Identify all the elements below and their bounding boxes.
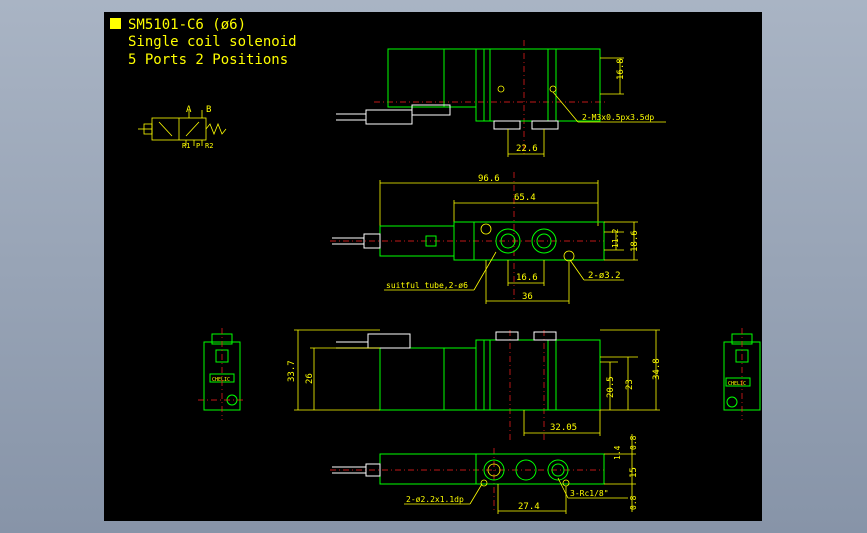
view-side-top: 16.8 22.6 2-M3x0.5px3.5dp xyxy=(336,40,666,157)
brand-left: CHELIC xyxy=(212,377,230,383)
dim-20-5: 20.5 xyxy=(606,376,616,398)
port-b-label: B xyxy=(206,105,211,115)
dim-0-8-bot: 0.8 xyxy=(629,495,638,510)
dim-11-2: 11.2 xyxy=(611,229,620,248)
dim-65-4: 65.4 xyxy=(514,193,536,203)
note-hole: 2-ø3.2 xyxy=(588,271,621,281)
dim-26: 26 xyxy=(305,373,315,384)
title-marker-icon xyxy=(110,18,121,29)
port-p-label: P xyxy=(196,142,200,150)
note-thread: 2-M3x0.5px3.5dp xyxy=(582,113,654,122)
note-pin: 2-ø2.2x1.1dp xyxy=(406,495,464,504)
port-r2-label: R2 xyxy=(205,142,213,150)
view-end-right: CHELIC xyxy=(723,328,761,420)
title-model: SM5101-C6 (ø6) xyxy=(128,17,246,33)
dim-22-6: 22.6 xyxy=(516,144,538,154)
dim-0-8-top: 0.8 xyxy=(629,435,638,450)
dim-15: 15 xyxy=(629,467,639,478)
port-a-label: A xyxy=(186,105,192,115)
dim-16-8: 16.8 xyxy=(616,58,626,80)
drawing-canvas: SM5101-C6 (ø6) Single coil solenoid 5 Po… xyxy=(104,12,762,521)
dim-23: 23 xyxy=(625,379,635,390)
note-port: 3-Rc1/8" xyxy=(570,489,609,498)
dim-32-05: 32.05 xyxy=(550,423,577,433)
dim-27-4: 27.4 xyxy=(518,502,540,512)
port-r1-label: R1 xyxy=(182,142,190,150)
dim-1-4: 1.4 xyxy=(613,445,622,460)
view-front: 33.7 26 20.5 23 34.8 32.05 xyxy=(287,329,662,440)
dim-34-8: 34.8 xyxy=(652,358,662,380)
dim-36: 36 xyxy=(522,292,533,302)
view-end-left: CHELIC xyxy=(198,328,246,420)
dim-33-7: 33.7 xyxy=(287,360,297,382)
view-bottom: 0.8 1.4 15 0.8 27.4 2-ø2.2x1.1dp 3-Rc1/8… xyxy=(330,434,639,514)
dim-96-6: 96.6 xyxy=(478,174,500,184)
cad-drawing: SM5101-C6 (ø6) Single coil solenoid 5 Po… xyxy=(110,17,761,514)
valve-symbol: A B R1 P R2 xyxy=(138,105,227,150)
dim-18-6: 18.6 xyxy=(630,230,640,252)
dim-16-6: 16.6 xyxy=(516,273,538,283)
view-plan: 96.6 65.4 11.2 18.6 16.6 36 2-ø xyxy=(330,172,640,304)
note-tube: suitful tube,2-ø6 xyxy=(386,281,468,290)
brand-right: CHELIC xyxy=(728,381,746,387)
title-line-3: 5 Ports 2 Positions xyxy=(128,52,288,68)
title-block: SM5101-C6 (ø6) Single coil solenoid 5 Po… xyxy=(110,17,297,68)
title-line-2: Single coil solenoid xyxy=(128,34,297,50)
